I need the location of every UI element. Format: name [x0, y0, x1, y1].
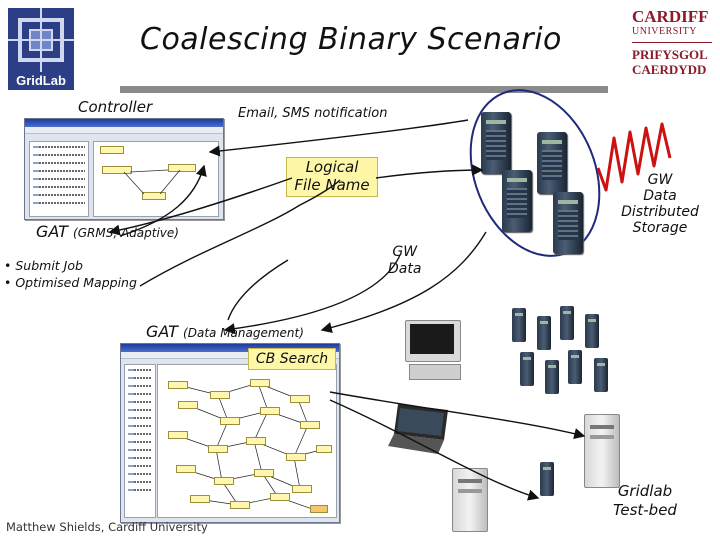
controller-label: Controller: [78, 98, 153, 116]
server-tower-icon: [537, 316, 551, 350]
pc-tower-icon: [452, 468, 488, 532]
title-underline: [120, 86, 608, 93]
server-tower-icon: [481, 112, 511, 174]
page-title: Coalescing Binary Scenario: [140, 22, 562, 57]
server-tower-icon: [594, 358, 608, 392]
gw-data-mid-line1: GW: [392, 244, 418, 260]
gridlab-logo-text: GridLab: [16, 73, 66, 88]
gw-data-mid-line2: Data: [388, 261, 422, 277]
footer-author: Matthew Shields, Cardiff University: [6, 520, 208, 534]
bullet-submit-job: • Submit Job: [4, 258, 83, 273]
pc-tower-icon: [584, 414, 620, 488]
gat-dm-title: GAT: [146, 322, 178, 341]
controller-window: [24, 118, 224, 220]
gridlab-testbed-line2: Test-bed: [613, 501, 677, 519]
arrow-testbed-mid: [329, 391, 586, 440]
desktop-computer-icon: [405, 320, 465, 382]
server-tower-icon: [512, 308, 526, 342]
arrow-email-to-controller: [208, 119, 469, 157]
server-tower-icon: [540, 462, 554, 496]
server-tower-icon: [502, 170, 532, 232]
server-tower-icon: [545, 360, 559, 394]
cardiff-logo-line3: PRIFYSGOL: [632, 47, 708, 62]
gridlab-testbed-line1: Gridlab: [617, 482, 673, 500]
cardiff-logo-line1: CARDIFF: [632, 7, 709, 26]
gridlab-logo: GridLab: [6, 6, 76, 92]
cb-search-window: [120, 343, 340, 523]
arrow-gw-to-dm: [223, 254, 401, 335]
cardiff-logo-line4: CAERDYDD: [632, 62, 707, 77]
gw-storage-line3: Distributed: [621, 204, 699, 220]
gat-dm-subtitle: (Data Management): [183, 326, 304, 340]
logical-file-name-line2: File Name: [294, 176, 370, 194]
server-tower-icon: [520, 352, 534, 386]
cardiff-logo: CARDIFF UNIVERSITY PRIFYSGOL CAERDYDD: [632, 8, 712, 86]
gw-storage-label: GW Data Distributed Storage: [614, 172, 706, 236]
cardiff-logo-line2: UNIVERSITY: [632, 26, 697, 37]
server-tower-icon: [568, 350, 582, 384]
bullet-optimised-mapping: • Optimised Mapping: [4, 275, 137, 290]
server-tower-icon: [553, 192, 583, 254]
gw-storage-line1: GW: [647, 172, 673, 188]
gridlab-testbed-label: Gridlab Test-bed: [600, 482, 690, 520]
gw-data-mid-label: GW Data: [388, 244, 421, 278]
job-bullets: • Submit Job • Optimised Mapping: [4, 257, 137, 291]
gat-grms-subtitle: (GRMS, Adaptive): [73, 226, 179, 240]
laptop-icon: [388, 400, 454, 456]
arrow-controller-to-dm: [227, 259, 289, 321]
gw-storage-line4: Storage: [632, 220, 688, 236]
logical-file-name-line1: Logical: [305, 158, 359, 176]
gat-dm-label: GAT (Data Management): [146, 322, 304, 341]
gw-storage-line2: Data: [643, 188, 677, 204]
server-tower-icon: [537, 132, 567, 194]
server-tower-icon: [560, 306, 574, 340]
cb-search-box: CB Search: [248, 348, 336, 370]
server-tower-icon: [585, 314, 599, 348]
email-notification-label: Email, SMS notification: [238, 106, 388, 121]
logical-file-name-box: Logical File Name: [286, 157, 378, 197]
gat-grms-title: GAT: [36, 222, 68, 241]
radio-signal-icon: [596, 122, 672, 192]
gat-grms-label: GAT (GRMS, Adaptive): [36, 222, 179, 241]
